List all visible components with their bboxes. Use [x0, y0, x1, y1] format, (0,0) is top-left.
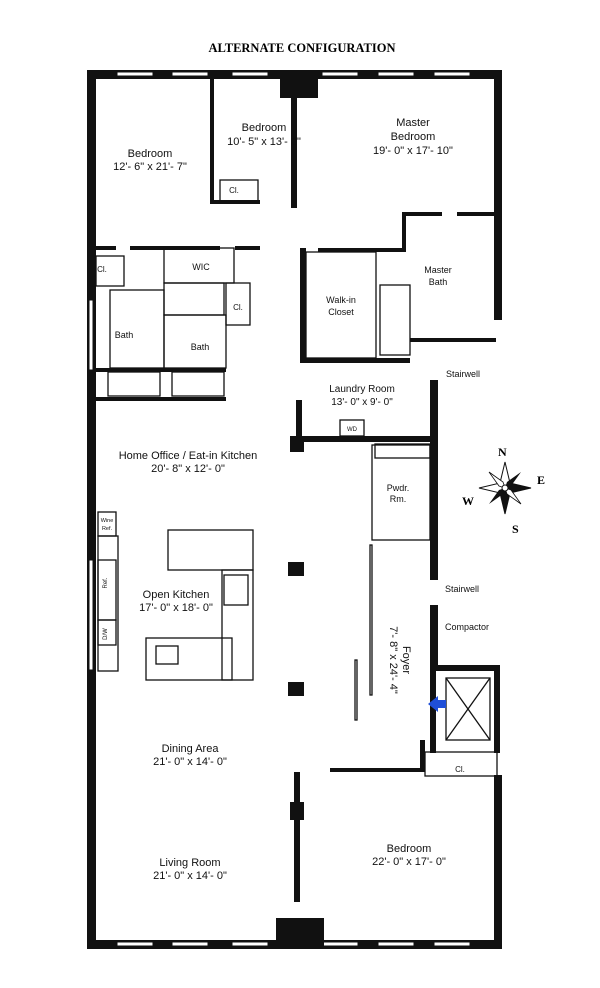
wine-ref-line-2: Ref.	[102, 526, 113, 532]
bath-a-label: Bath	[115, 330, 134, 340]
compass-e: E	[537, 473, 545, 487]
wine-ref-line-1: Wine	[101, 518, 114, 524]
compass-rose-icon	[478, 461, 532, 515]
foyer-name: Foyer	[400, 646, 412, 674]
ref-label: Ref.	[103, 577, 109, 588]
bedroom-n-name: Bedroom	[242, 122, 287, 134]
living-name: Living Room	[159, 857, 220, 869]
compass-n: N	[498, 445, 507, 459]
walkin-closet-name-2: Closet	[328, 307, 354, 317]
bedroom-nw-name: Bedroom	[128, 148, 173, 160]
bedroom-se-name: Bedroom	[387, 843, 432, 855]
stairwell-a-label: Stairwell	[446, 369, 480, 379]
powder-room-name-1: Pwdr.	[387, 483, 410, 493]
closet-d-label: Cl.	[455, 765, 465, 774]
home-office-dims: 20'- 8" x 12'- 0"	[151, 463, 225, 475]
laundry-name: Laundry Room	[329, 384, 395, 395]
master-bedroom-name-1: Master	[396, 117, 430, 129]
bedroom-nw-dims: 12'- 6" x 21'- 7"	[113, 161, 187, 173]
compactor-label: Compactor	[445, 622, 489, 632]
dining-name: Dining Area	[162, 743, 220, 755]
compass-w: W	[462, 494, 474, 508]
bath-b-label: Bath	[191, 342, 210, 352]
master-bedroom-dims: 19'- 0" x 17'- 10"	[373, 145, 453, 157]
interior-walls	[95, 70, 500, 948]
wic-label: WIC	[192, 262, 210, 272]
bedroom-se-dims: 22'- 0" x 17'- 0"	[372, 856, 446, 868]
living-dims: 21'- 0" x 14'- 0"	[153, 870, 227, 882]
plan-title: ALTERNATE CONFIGURATION	[209, 41, 396, 55]
stairwell-b-label: Stairwell	[445, 584, 479, 594]
laundry-dims: 13'- 0" x 9'- 0"	[331, 397, 393, 408]
open-kitchen-name: Open Kitchen	[143, 589, 210, 601]
home-office-name: Home Office / Eat-in Kitchen	[119, 450, 258, 462]
master-bath-name-2: Bath	[429, 277, 448, 287]
dw-label: D/W	[103, 628, 109, 640]
walkin-closet-name-1: Walk-in	[326, 295, 356, 305]
powder-room-name-2: Rm.	[390, 494, 407, 504]
windows	[88, 71, 471, 947]
closet-b-label: Cl.	[97, 265, 107, 274]
washer-dryer-label: WD	[347, 427, 358, 433]
entry-arrow-icon	[428, 696, 446, 712]
room-labels: Bedroom 12'- 6" x 21'- 7" Bedroom 10'- 5…	[97, 117, 489, 882]
compass-s: S	[512, 522, 519, 536]
master-bath-name-1: Master	[424, 265, 452, 275]
open-kitchen-dims: 17'- 0" x 18'- 0"	[139, 602, 213, 614]
dining-dims: 21'- 0" x 14'- 0"	[153, 756, 227, 768]
closet-c-label: Cl.	[233, 303, 243, 312]
bedroom-n-dims: 10'- 5" x 13'- 2"	[227, 136, 301, 148]
foyer-dims: 7'- 8" x 24'- 4"	[387, 626, 399, 694]
master-bedroom-name-2: Bedroom	[391, 131, 436, 143]
closet-a-label: Cl.	[229, 186, 239, 195]
